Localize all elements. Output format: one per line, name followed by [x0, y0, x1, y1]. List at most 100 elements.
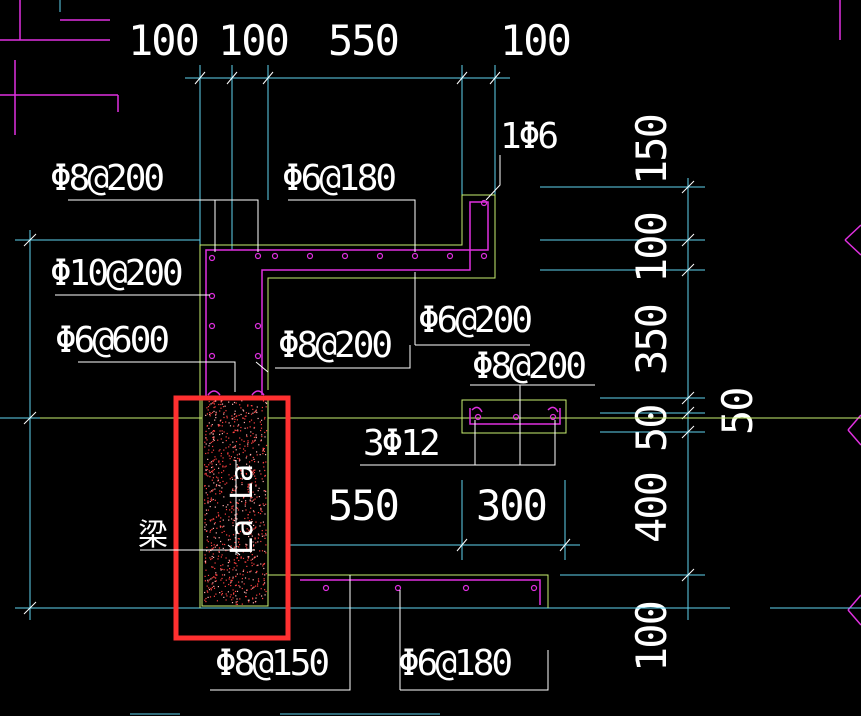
- hatch-speck: [242, 570, 244, 572]
- hatch-speck: [224, 466, 226, 468]
- dim-bottom-300: 300: [476, 481, 546, 530]
- hatch-speck: [249, 468, 251, 471]
- hatch-speck: [213, 436, 215, 438]
- hatch-speck: [223, 413, 225, 415]
- hatch-speck: [205, 443, 207, 445]
- hatch-speck: [218, 425, 220, 427]
- hatch-speck: [209, 531, 211, 533]
- hatch-speck: [226, 482, 228, 484]
- hatch-speck: [210, 432, 212, 434]
- hatch-speck: [259, 513, 262, 515]
- hatch-speck: [213, 410, 215, 412]
- hatch-speck: [253, 458, 255, 460]
- hatch-speck: [245, 561, 247, 563]
- hatch-speck: [262, 462, 264, 464]
- hatch-speck: [209, 476, 211, 478]
- hatch-speck: [215, 411, 217, 413]
- hatch-speck: [236, 557, 238, 559]
- hatch-speck: [264, 418, 266, 420]
- hatch-speck: [211, 402, 214, 404]
- hatch-speck: [235, 569, 237, 571]
- hatch-speck: [258, 487, 260, 489]
- hatch-speck: [212, 566, 214, 568]
- hatch-speck: [213, 437, 215, 439]
- hatch-speck: [226, 534, 228, 536]
- hatch-speck: [210, 498, 212, 501]
- hatch-speck: [224, 513, 226, 515]
- hatch-speck: [238, 414, 240, 416]
- hatch-speck: [265, 532, 267, 535]
- hatch-speck: [251, 496, 253, 499]
- hatch-speck: [232, 589, 234, 591]
- hatch-speck: [255, 572, 257, 574]
- hatch-speck: [222, 519, 224, 521]
- hatch-speck: [244, 577, 247, 579]
- hatch-speck: [212, 527, 214, 529]
- hatch-speck: [252, 587, 254, 589]
- hatch-speck: [223, 449, 225, 451]
- hatch-speck: [265, 534, 267, 536]
- hatch-speck: [264, 574, 266, 576]
- hatch-speck: [249, 571, 251, 573]
- hatch-speck: [206, 468, 209, 471]
- hatch-speck: [220, 565, 222, 567]
- hatch-speck: [260, 440, 262, 442]
- hatch-speck: [265, 497, 267, 499]
- hatch-speck: [215, 573, 217, 576]
- hatch-speck: [229, 463, 231, 465]
- hatch-speck: [242, 557, 245, 559]
- hatch-speck: [232, 522, 234, 524]
- hatch-speck: [225, 465, 227, 467]
- hatch-speck: [247, 440, 249, 442]
- hatch-speck: [265, 544, 267, 546]
- hatch-speck: [264, 469, 266, 472]
- hatch-speck: [219, 410, 221, 412]
- hatch-speck: [250, 530, 252, 532]
- hatch-speck: [232, 446, 234, 449]
- hatch-speck: [262, 400, 265, 402]
- hatch-speck: [235, 441, 238, 443]
- hatch-speck: [258, 534, 260, 536]
- hatch-speck: [237, 509, 240, 511]
- hatch-speck: [241, 483, 243, 486]
- hatch-speck: [204, 514, 206, 516]
- hatch-speck: [265, 573, 267, 575]
- hatch-speck: [257, 512, 260, 514]
- hatch-speck: [210, 470, 213, 473]
- hatch-speck: [215, 400, 217, 402]
- hatch-speck: [254, 439, 256, 441]
- hatch-speck: [207, 541, 209, 543]
- hatch-speck: [225, 593, 227, 595]
- hatch-speck: [204, 554, 206, 556]
- dim-right-1: 150: [627, 115, 676, 185]
- hatch-speck: [231, 580, 233, 582]
- hatch-speck: [227, 539, 230, 541]
- hatch-speck: [211, 463, 213, 465]
- hatch-speck: [233, 562, 235, 564]
- hatch-speck: [236, 474, 238, 477]
- hatch-speck: [211, 451, 213, 453]
- hatch-speck: [246, 455, 248, 457]
- hatch-speck: [214, 537, 217, 539]
- hatch-speck: [233, 475, 235, 477]
- hatch-speck: [220, 540, 222, 543]
- hatch-speck: [238, 458, 240, 460]
- hatch-speck: [260, 522, 262, 524]
- dim-right-5: 50: [713, 388, 762, 435]
- hatch-speck: [250, 584, 252, 587]
- hatch-speck: [243, 448, 245, 450]
- hatch-speck: [220, 455, 222, 457]
- hatch-speck: [211, 557, 213, 560]
- hatch-speck: [255, 585, 257, 587]
- hatch-speck: [237, 429, 239, 431]
- hatch-speck: [226, 595, 228, 597]
- hatch-speck: [262, 573, 264, 575]
- hatch-speck: [206, 550, 208, 552]
- hatch-speck: [234, 446, 236, 449]
- hatch-speck: [232, 569, 234, 571]
- hatch-speck: [205, 437, 207, 439]
- hatch-speck: [220, 568, 222, 570]
- hatch-speck: [249, 511, 251, 513]
- hatch-speck: [247, 445, 249, 447]
- hatch-speck: [209, 433, 211, 435]
